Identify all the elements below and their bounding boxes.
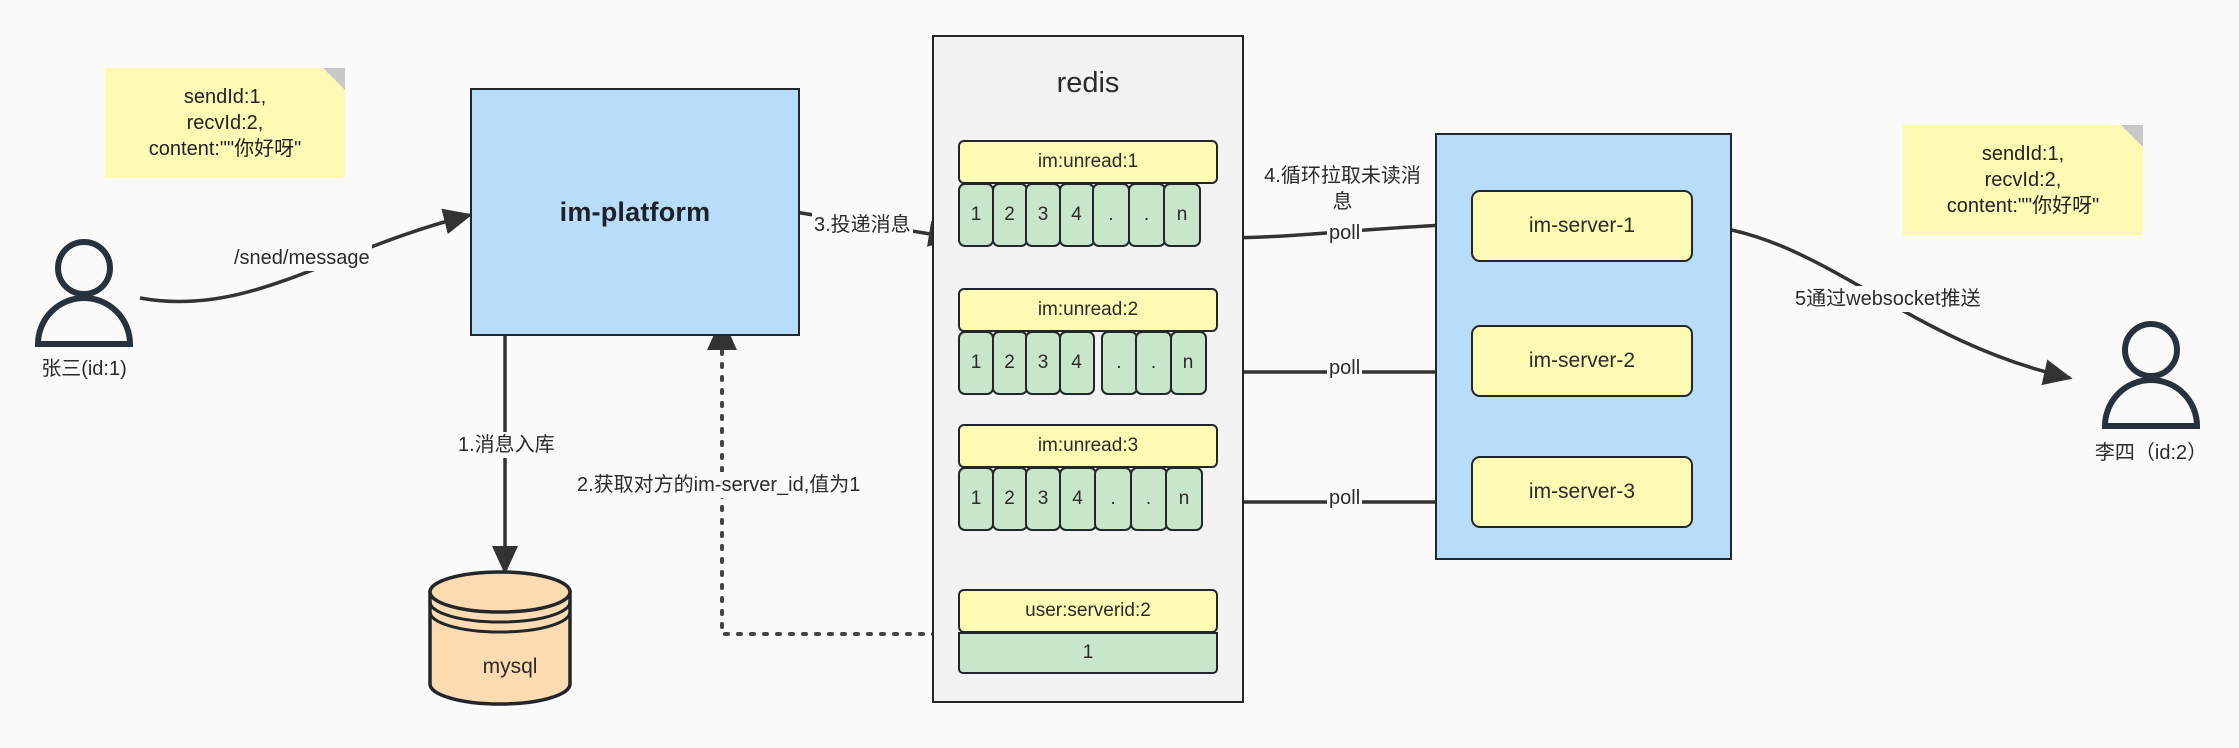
note-left-line3: content:""你好呀" xyxy=(148,138,302,160)
im-server-1-label: im-server-1 xyxy=(1528,214,1636,237)
im-server-2-box[interactable]: im-server-2 xyxy=(1471,325,1693,397)
list-item[interactable]: . xyxy=(1094,467,1132,531)
im-platform-box[interactable]: im-platform xyxy=(470,88,800,336)
redis-key-2-label: im:unread:2 xyxy=(1037,299,1139,320)
list-item[interactable]: 3 xyxy=(1025,183,1061,247)
redis-key-1-label: im:unread:1 xyxy=(1037,151,1139,172)
list-item[interactable]: 1 xyxy=(958,467,994,531)
note-right-message-payload: sendId:1, recvId:2, content:""你好呀" xyxy=(1903,125,2143,235)
note-left-line2: recvId:2, xyxy=(186,112,264,134)
redis-list-1-cells: 1 2 3 4 . . n xyxy=(958,183,1218,247)
im-server-3-label: im-server-3 xyxy=(1528,480,1636,503)
list-item[interactable]: n xyxy=(1163,183,1201,247)
note-left-line1: sendId:1, xyxy=(183,86,267,108)
edge-label-step2: 2.获取对方的im-server_id,值为1 xyxy=(575,472,863,498)
im-server-2-label: im-server-2 xyxy=(1528,349,1636,372)
list-item[interactable]: 4 xyxy=(1058,331,1095,395)
edge-label-step5: 5通过websocket推送 xyxy=(1793,286,1983,312)
edge-label-step3: 3.投递消息 xyxy=(812,212,913,238)
redis-title: redis xyxy=(1056,67,1120,99)
redis-list-2-cells: 1 2 3 4 . . n xyxy=(958,331,1218,395)
list-item[interactable]: n xyxy=(1165,467,1203,531)
im-platform-label: im-platform xyxy=(559,196,711,227)
redis-key-user-serverid-2[interactable]: user:serverid:2 xyxy=(958,589,1218,633)
list-item[interactable]: 2 xyxy=(991,183,1028,247)
list-item[interactable]: 2 xyxy=(991,467,1028,531)
note-fold-icon xyxy=(2121,125,2143,147)
list-item[interactable]: 1 xyxy=(958,331,994,395)
edge-label-poll-1: poll xyxy=(1327,220,1363,246)
edge-sender-to-platform xyxy=(139,208,473,304)
note-fold-icon xyxy=(323,68,345,90)
note-right-line3: content:""你好呀" xyxy=(1946,195,2100,217)
sender-label: 张三(id:1) xyxy=(41,358,127,380)
redis-list-3-cells: 1 2 3 4 . . n xyxy=(958,467,1218,531)
list-item[interactable]: 4 xyxy=(1058,467,1097,531)
note-left-message-payload: sendId:1, recvId:2, content:""你好呀" xyxy=(105,68,345,178)
redis-key-3-label: im:unread:3 xyxy=(1037,435,1139,456)
list-item[interactable]: 4 xyxy=(1058,183,1095,247)
list-item[interactable]: . xyxy=(1127,183,1166,247)
edge-label-poll-2: poll xyxy=(1327,355,1363,381)
list-item[interactable]: 1 xyxy=(958,183,994,247)
edge-label-step4: 4.循环拉取未读消息 xyxy=(1258,163,1427,215)
im-server-3-box[interactable]: im-server-3 xyxy=(1471,456,1693,528)
redis-key-im-unread-3[interactable]: im:unread:3 xyxy=(958,424,1218,468)
edge-label-step1: 1.消息入库 xyxy=(456,432,557,458)
im-server-1-box[interactable]: im-server-1 xyxy=(1471,190,1693,262)
list-item[interactable]: . xyxy=(1092,183,1130,247)
receiver-person-icon xyxy=(2101,321,2201,429)
edge-label-poll-3: poll xyxy=(1327,485,1363,511)
user-serverid-value[interactable]: 1 xyxy=(958,632,1218,674)
list-item[interactable]: . xyxy=(1129,467,1168,531)
list-item[interactable]: 2 xyxy=(991,331,1028,395)
list-item[interactable]: . xyxy=(1135,331,1172,395)
list-item[interactable]: . xyxy=(1100,331,1138,395)
edge-label-send-message: /sned/message xyxy=(232,245,372,271)
redis-key-im-unread-1[interactable]: im:unread:1 xyxy=(958,140,1218,184)
note-right-line1: sendId:1, xyxy=(1981,143,2065,165)
list-item[interactable]: n xyxy=(1169,331,1207,395)
user-serverid-label: user:serverid:2 xyxy=(1025,600,1151,621)
list-item[interactable]: 3 xyxy=(1025,331,1061,395)
redis-key-im-unread-2[interactable]: im:unread:2 xyxy=(958,288,1218,332)
sender-person-icon xyxy=(34,239,134,347)
mysql-database-icon xyxy=(428,570,572,706)
list-item[interactable]: 3 xyxy=(1025,467,1061,531)
note-right-line2: recvId:2, xyxy=(1984,169,2062,191)
receiver-label: 李四（id:2） xyxy=(2094,442,2208,464)
mysql-label: mysql xyxy=(482,655,538,678)
